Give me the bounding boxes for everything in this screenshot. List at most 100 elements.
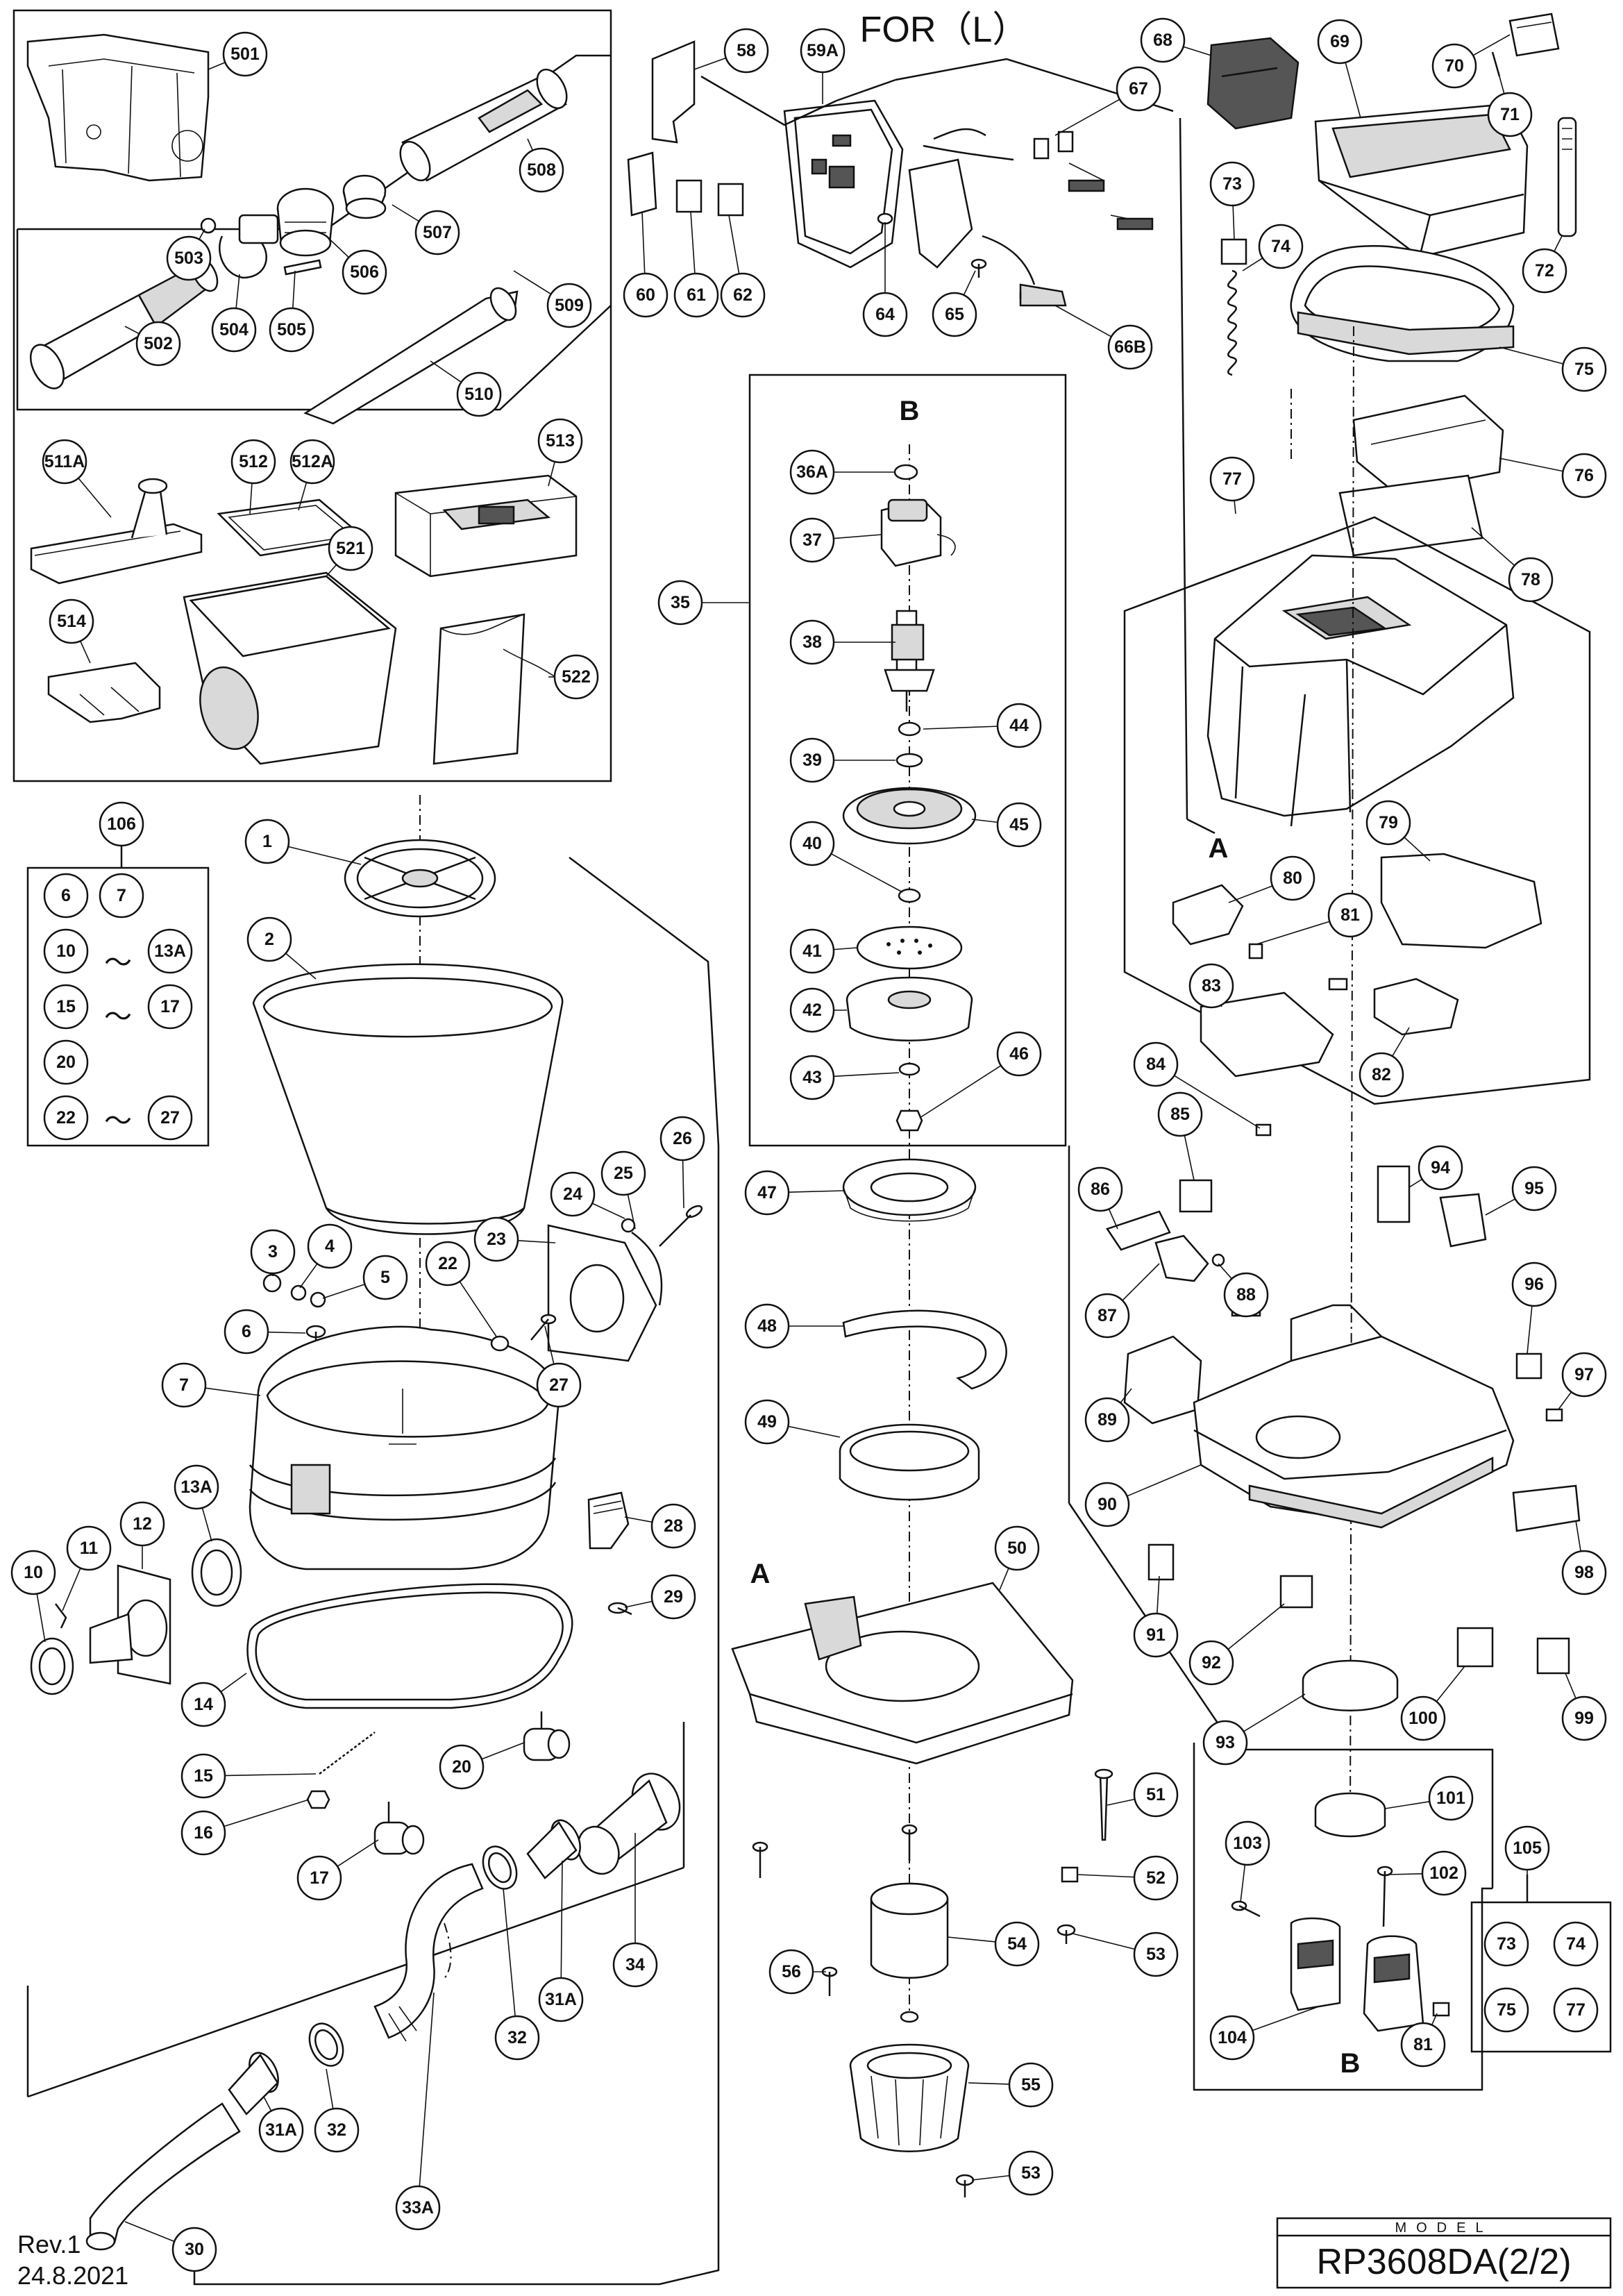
callout-part-2: 2 <box>246 916 317 980</box>
svg-text:10: 10 <box>56 941 76 961</box>
callout-part-505: 505 <box>269 270 314 353</box>
callout-number: 99 <box>1574 1709 1594 1728</box>
callout-part-7: 7 <box>161 1362 261 1408</box>
part-14-gasket <box>246 1583 573 1709</box>
callout-number: 511A <box>44 452 85 471</box>
part-47-seal-ring <box>842 1158 977 1222</box>
kit-105-item: 74 <box>1553 1921 1599 1967</box>
callout-part-101: 101 <box>1384 1775 1474 1821</box>
callout-number: 75 <box>1574 360 1594 379</box>
part-76-battery-holder <box>1352 394 1504 494</box>
callout-part-54: 54 <box>947 1921 1040 1967</box>
callout-number: 507 <box>423 223 452 242</box>
callout-part-87: 87 <box>1084 1263 1160 1339</box>
revision-label: Rev.1 <box>17 2230 81 2259</box>
callout-number: 42 <box>802 1000 822 1020</box>
part-79-foam <box>1380 853 1542 949</box>
part-84-pad <box>1255 1123 1272 1137</box>
callout-part-27: 27 <box>536 1325 582 1408</box>
part-53-screw-lower <box>955 2174 975 2197</box>
callout-part-512: 512 <box>230 439 276 514</box>
callout-part-56: 56 <box>768 1949 826 1995</box>
section-label-b-upper: B <box>900 396 920 426</box>
part-508-extension-wand <box>399 68 568 182</box>
part-13A-gasket-ring <box>191 1538 242 1607</box>
callout-part-50: 50 <box>994 1525 1040 1591</box>
callout-part-64: 64 <box>862 222 908 337</box>
callout-number: 48 <box>757 1316 777 1336</box>
callout-number: 31A <box>545 1990 577 2009</box>
callout-number: 513 <box>546 431 575 451</box>
callout-part-53: 53 <box>1072 1932 1179 1977</box>
part-75-carry-handle <box>1290 245 1515 362</box>
part-82-foam <box>1373 978 1459 1036</box>
callout-number: 39 <box>802 751 822 770</box>
part-4-washer <box>290 1284 307 1301</box>
part-511A-floor-nozzle <box>30 478 203 585</box>
part-81-pad <box>1248 943 1263 960</box>
callout-part-86: 86 <box>1077 1166 1123 1230</box>
callout-number: 44 <box>1009 716 1029 735</box>
callout-number: 58 <box>737 41 756 60</box>
part-67-screws <box>1033 131 1074 160</box>
callout-part-68: 68 <box>1140 17 1212 63</box>
section-label-a-lower: A <box>750 1559 771 1589</box>
svg-text:〜: 〜 <box>104 947 132 979</box>
part-17-caster <box>373 1802 425 1855</box>
callout-number: 10 <box>24 1563 43 1582</box>
callout-part-39: 39 <box>789 737 895 783</box>
callout-part-521: 521 <box>326 526 373 577</box>
part-37-motor-bracket <box>880 498 956 567</box>
accessories-group <box>12 9 612 782</box>
callout-part-103: 103 <box>1225 1820 1270 1903</box>
callout-part-94: 94 <box>1408 1145 1463 1191</box>
svg-text:6: 6 <box>61 886 71 905</box>
part-95-foam <box>1439 1193 1487 1248</box>
svg-text:75: 75 <box>1497 2000 1516 2020</box>
callout-part-506: 506 <box>326 235 387 295</box>
upper-housing-group <box>1123 326 1591 1834</box>
callout-number: 514 <box>57 612 86 631</box>
callout-number: 11 <box>80 1539 99 1558</box>
callout-number: 71 <box>1500 105 1520 124</box>
part-85-foam <box>1179 1179 1213 1213</box>
callout-part-36a: 36A <box>789 449 895 495</box>
kit-105-box <box>1470 1875 1612 2053</box>
svg-text:17: 17 <box>160 997 180 1016</box>
callout-part-78: 78 <box>1471 527 1554 603</box>
callout-part-33a: 33A <box>395 1992 441 2231</box>
part-93-ring <box>1302 1659 1399 1711</box>
callout-number: 92 <box>1202 1653 1221 1673</box>
callout-number: 51 <box>1146 1785 1166 1804</box>
tank-group <box>30 795 720 2286</box>
callout-part-82: 82 <box>1359 1027 1410 1098</box>
part-58-label <box>651 40 696 144</box>
callout-part-35: 35 <box>657 580 750 626</box>
part-22-collar <box>490 1335 510 1352</box>
callout-number: 512 <box>239 452 268 471</box>
callout-number: 45 <box>1009 815 1029 835</box>
kit-106-item: 27 <box>147 1095 193 1141</box>
callout-number: 512A <box>292 452 333 471</box>
callout-part-48: 48 <box>744 1303 843 1349</box>
part-83-foam <box>1200 991 1334 1078</box>
callout-part-15: 15 <box>180 1753 317 1799</box>
callout-part-16: 16 <box>180 1799 310 1856</box>
part-46-nut <box>895 1109 923 1132</box>
callout-number: 76 <box>1574 466 1594 485</box>
part-26-screw <box>659 1205 703 1247</box>
part-11-latch-spring <box>55 1603 67 1629</box>
callout-number: 102 <box>1429 1863 1458 1883</box>
callout-number: 46 <box>1009 1044 1029 1064</box>
callout-part-509: 509 <box>513 270 592 328</box>
callout-number: 12 <box>133 1514 152 1534</box>
part-80-foam <box>1172 884 1244 946</box>
callout-number: 27 <box>549 1375 569 1395</box>
part-65-screw <box>970 258 987 278</box>
part-7-tank <box>249 1325 560 1570</box>
callout-number: 98 <box>1574 1563 1594 1582</box>
callout-part-102: 102 <box>1388 1850 1467 1896</box>
svg-text:27: 27 <box>160 1108 180 1128</box>
part-522-dust-bag <box>432 613 556 765</box>
